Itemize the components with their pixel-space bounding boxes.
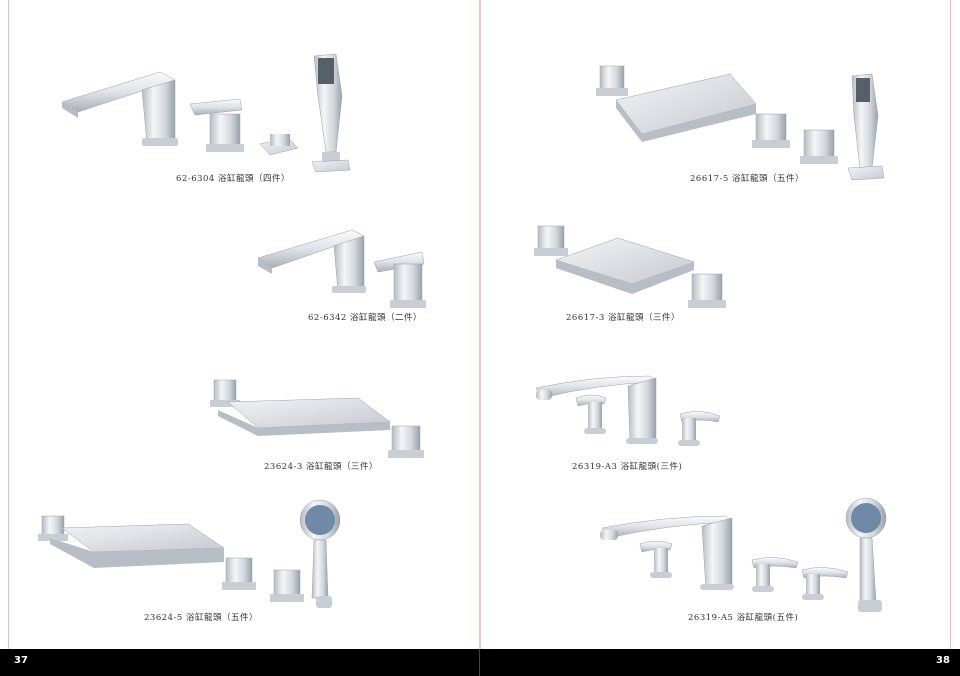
product-name: 浴缸龍頭（三件） (608, 313, 681, 323)
product-caption: 26617-5 浴缸龍頭（五件） (690, 172, 804, 184)
product-caption: 26617-3 浴缸龍頭（三件） (566, 311, 680, 323)
product-name: 浴缸龍頭(三件) (620, 462, 683, 472)
product-caption: 26319-A3 浴缸龍頭(三件) (572, 460, 682, 472)
product-code: 62-6342 (308, 313, 347, 323)
product-code: 26319-A3 (572, 462, 618, 472)
footer-divider (479, 649, 480, 676)
page-number-left: 37 (14, 655, 28, 666)
product-caption: 62-6304 浴缸龍頭（四件） (176, 172, 290, 184)
page-margin-line (950, 0, 951, 649)
page-margin-line (8, 0, 9, 649)
page-gutter (479, 0, 481, 649)
product-caption: 23624-5 浴缸龍頭（五件） (144, 611, 258, 623)
product-code: 62-6304 (176, 174, 215, 184)
product-code: 26617-3 (566, 313, 605, 323)
product-image-23624-3 (208, 376, 428, 462)
product-name: 浴缸龍頭（五件） (732, 174, 805, 184)
product-name: 浴缸龍頭（四件） (218, 174, 291, 184)
product-caption: 62-6342 浴缸龍頭（二件） (308, 311, 422, 323)
product-image-26617-5 (594, 60, 890, 184)
product-code: 23624-3 (264, 462, 303, 472)
product-name: 浴缸龍頭(五件) (736, 613, 799, 623)
page-number-right: 38 (936, 655, 950, 666)
page-footer-bar (0, 649, 960, 676)
product-image-62-6304 (60, 52, 360, 174)
product-image-26319-A3 (532, 372, 728, 452)
product-image-26617-3 (532, 222, 732, 314)
product-image-23624-5 (38, 498, 348, 612)
product-name: 浴缸龍頭（五件） (186, 613, 259, 623)
product-image-62-6342 (256, 224, 436, 314)
product-code: 26319-A5 (688, 613, 734, 623)
product-name: 浴缸龍頭（三件） (306, 462, 379, 472)
product-code: 26617-5 (690, 174, 729, 184)
product-caption: 26319-A5 浴缸龍頭(五件) (688, 611, 798, 623)
product-code: 23624-5 (144, 613, 183, 623)
product-caption: 23624-3 浴缸龍頭（三件） (264, 460, 378, 472)
product-name: 浴缸龍頭（二件） (350, 313, 423, 323)
product-image-26319-A5 (598, 496, 894, 618)
